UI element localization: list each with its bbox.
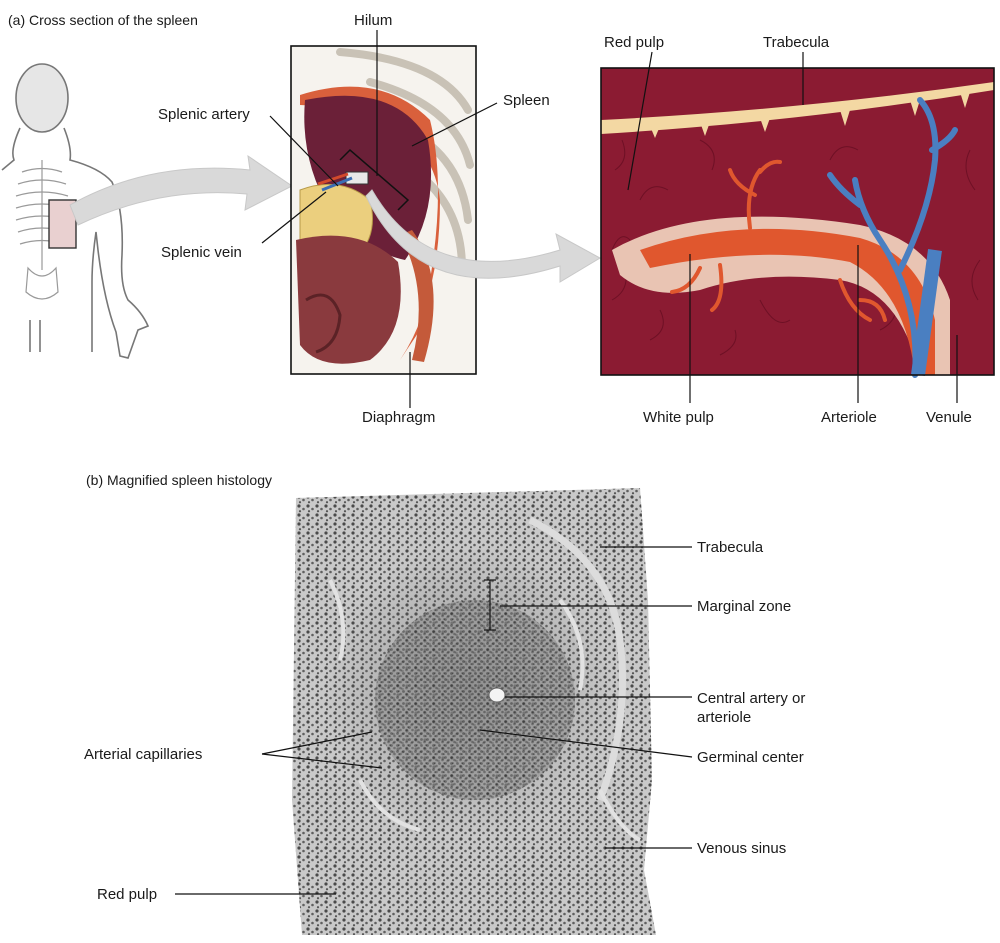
label-splenic-vein: Splenic vein bbox=[161, 244, 242, 261]
label-red-pulp-b: Red pulp bbox=[97, 886, 157, 903]
label-trabecula-b: Trabecula bbox=[697, 539, 763, 556]
label-venous-sinus: Venous sinus bbox=[697, 840, 786, 857]
label-white-pulp: White pulp bbox=[643, 409, 714, 426]
label-central-artery-line2: arteriole bbox=[697, 709, 751, 726]
label-marginal-zone: Marginal zone bbox=[697, 598, 791, 615]
label-red-pulp-a: Red pulp bbox=[604, 34, 664, 51]
panel-a-caption: (a) Cross section of the spleen bbox=[8, 12, 198, 28]
label-trabecula-a: Trabecula bbox=[763, 34, 829, 51]
label-splenic-artery: Splenic artery bbox=[158, 106, 250, 123]
label-spleen: Spleen bbox=[503, 92, 550, 109]
enlarged-spleen-section bbox=[601, 68, 994, 375]
panel-b-caption: (b) Magnified spleen histology bbox=[86, 472, 272, 488]
label-hilum: Hilum bbox=[354, 12, 392, 29]
label-diaphragm: Diaphragm bbox=[362, 409, 435, 426]
label-arteriole: Arteriole bbox=[821, 409, 877, 426]
label-venule: Venule bbox=[926, 409, 972, 426]
histology-micrograph bbox=[292, 488, 656, 935]
label-central-artery-line1: Central artery or bbox=[697, 690, 805, 707]
pointer-arrow-1 bbox=[70, 156, 292, 225]
label-arterial-capillaries: Arterial capillaries bbox=[84, 746, 202, 763]
label-germinal-center: Germinal center bbox=[697, 749, 804, 766]
